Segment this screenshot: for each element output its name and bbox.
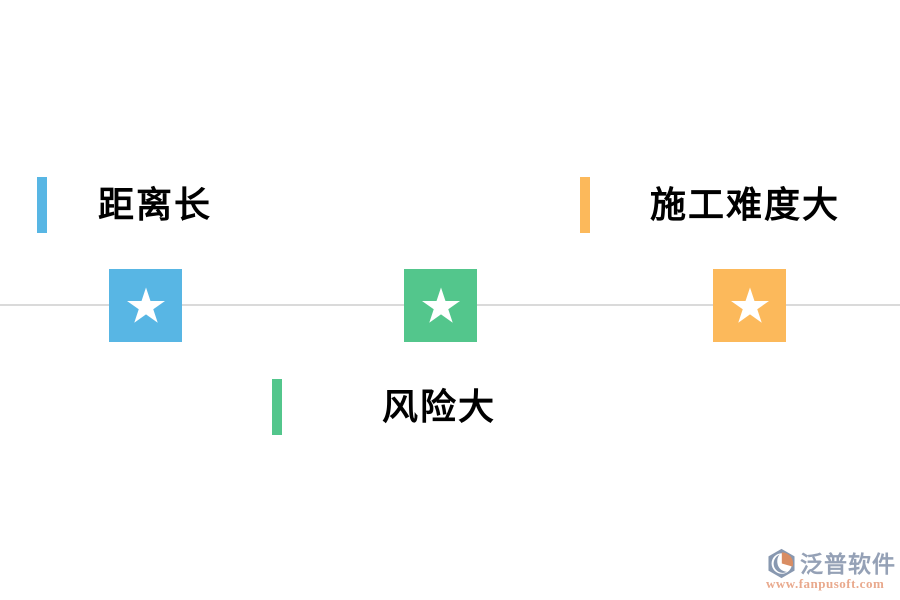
label-difficulty: 施工难度大 xyxy=(650,184,841,225)
brand-url: www.fanpusoft.com xyxy=(766,576,885,591)
brand-name: 泛普软件 xyxy=(800,550,896,577)
star-icon xyxy=(730,287,769,323)
fanpu-logo-icon xyxy=(768,548,795,579)
label-group-risk: 风险大 xyxy=(272,379,496,435)
accent-bar-risk xyxy=(272,379,282,435)
brand-watermark: 泛普软件 www.fanpusoft.com xyxy=(766,548,898,592)
label-distance: 距离长 xyxy=(98,184,213,225)
milestone-square-difficulty xyxy=(713,269,786,342)
milestone-square-risk xyxy=(404,269,477,342)
label-group-difficulty: 施工难度大 xyxy=(580,177,840,233)
star-icon xyxy=(421,287,460,323)
accent-bar-difficulty xyxy=(580,177,590,233)
label-risk: 风险大 xyxy=(382,386,497,427)
milestone-square-distance xyxy=(109,269,182,342)
accent-bar-distance xyxy=(37,177,47,233)
label-group-distance: 距离长 xyxy=(37,177,212,233)
star-icon xyxy=(126,287,165,323)
